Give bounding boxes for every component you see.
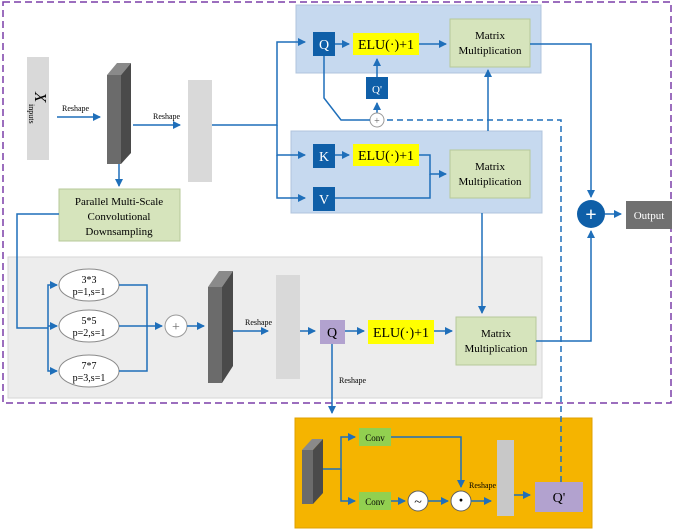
feature-tensor-bottom bbox=[208, 271, 233, 383]
kernel-5x5-size: 5*5 bbox=[82, 316, 97, 327]
elu-label-top: ELU(·)+1 bbox=[358, 38, 414, 53]
reshaped-block-bottom bbox=[276, 275, 300, 379]
q-prime-box-orange bbox=[535, 482, 583, 512]
elu-box-top bbox=[353, 33, 419, 55]
elu-box-mid bbox=[353, 144, 419, 166]
reshape-label-4: Reshape bbox=[339, 376, 367, 385]
kernel-5x5-params: p=2,s=1 bbox=[73, 328, 106, 339]
reshaped-block-orange bbox=[497, 440, 514, 516]
output-label: Output bbox=[634, 210, 665, 222]
matmul-mid-line2: Multiplication bbox=[459, 176, 522, 188]
conv-box-top bbox=[359, 428, 391, 446]
q-box-bottom bbox=[320, 320, 345, 344]
input-subscript: inputs bbox=[27, 104, 36, 124]
matmul-box-bottom bbox=[455, 316, 537, 366]
k-label: K bbox=[319, 150, 329, 165]
q-box-top bbox=[313, 32, 335, 56]
q-label-bottom: Q bbox=[327, 326, 337, 341]
q-prime-box-top bbox=[366, 77, 388, 99]
input-block bbox=[27, 57, 49, 160]
reshaped-block-top bbox=[188, 80, 212, 182]
matmul-bottom-line1: Matrix bbox=[481, 328, 511, 340]
matmul-box-top bbox=[449, 18, 531, 68]
orange-tensor bbox=[302, 439, 323, 504]
dot-label: · bbox=[458, 490, 464, 510]
downsampling-line3: Downsampling bbox=[85, 226, 153, 238]
reshape-label-3: Reshape bbox=[245, 318, 273, 327]
dashed-border bbox=[2, 1, 672, 404]
downsampling-line2: Convolutional bbox=[88, 211, 151, 223]
downsampling-box bbox=[58, 188, 181, 242]
conv-label-top: Conv bbox=[365, 433, 385, 443]
reshape-label-5: Reshape bbox=[469, 481, 497, 490]
matmul-top-line1: Matrix bbox=[475, 30, 505, 42]
matmul-top-line2: Multiplication bbox=[459, 45, 522, 57]
elu-label-bottom: ELU(·)+1 bbox=[373, 326, 429, 341]
output-box bbox=[626, 201, 672, 229]
matmul-bottom-line2: Multiplication bbox=[465, 343, 528, 355]
feature-tensor-top bbox=[107, 63, 131, 164]
downsampling-line1: Parallel Multi-Scale bbox=[75, 196, 163, 208]
input-symbol: X bbox=[31, 91, 50, 103]
matmul-mid-line1: Matrix bbox=[475, 161, 505, 173]
kernel-7x7-params: p=3,s=1 bbox=[73, 373, 106, 384]
q-label-top: Q bbox=[319, 38, 329, 53]
k-box bbox=[313, 144, 335, 168]
kernel-7x7-size: 7*7 bbox=[82, 361, 97, 372]
concat-plus-label: + bbox=[172, 320, 180, 335]
elu-box-bottom bbox=[368, 320, 434, 344]
conv-box-bottom bbox=[359, 492, 391, 510]
matmul-box-mid bbox=[449, 149, 531, 199]
elu-label-mid: ELU(·)+1 bbox=[358, 149, 414, 164]
v-box bbox=[313, 187, 335, 211]
kernel-3x3-size: 3*3 bbox=[82, 275, 97, 286]
sine-label: ~ bbox=[414, 495, 422, 510]
input-label: X inputs bbox=[27, 91, 50, 124]
sum-label: + bbox=[585, 204, 596, 226]
conv-label-bottom: Conv bbox=[365, 497, 385, 507]
sum-circle bbox=[577, 200, 605, 228]
kernel-3x3-params: p=1,s=1 bbox=[73, 287, 106, 298]
q-prime-label-top: Q' bbox=[372, 84, 382, 96]
small-plus-label: + bbox=[374, 116, 380, 127]
v-label: V bbox=[319, 193, 329, 208]
reshape-label-1: Reshape bbox=[62, 104, 90, 113]
reshape-label-2: Reshape bbox=[153, 112, 181, 121]
q-prime-label-orange: Q' bbox=[553, 491, 566, 506]
